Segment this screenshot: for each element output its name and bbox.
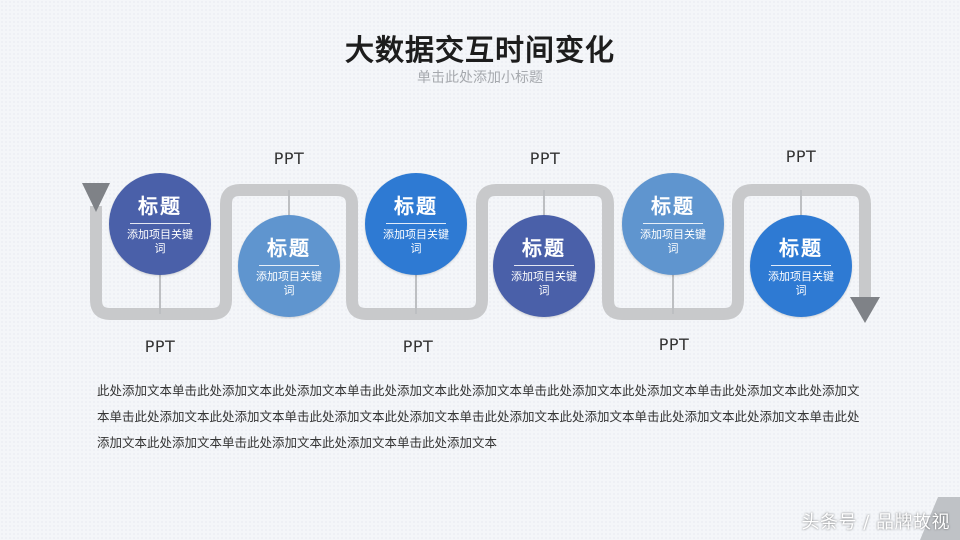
node-description: 添加项目关键词 bbox=[127, 228, 193, 255]
node-description: 添加项目关键词 bbox=[256, 270, 322, 297]
timeline-node: 标题添加项目关键词 bbox=[750, 215, 852, 317]
node-label: PPT bbox=[144, 337, 176, 356]
node-title: 标题 bbox=[522, 236, 566, 260]
timeline-node: 标题添加项目关键词 bbox=[365, 173, 467, 275]
node-title: 标题 bbox=[267, 236, 311, 260]
timeline-node: 标题添加项目关键词 bbox=[622, 173, 724, 275]
node-label: PPT bbox=[402, 337, 434, 356]
body-text: 此处添加文本单击此处添加文本此处添加文本单击此处添加文本此处添加文本单击此处添加… bbox=[97, 383, 860, 450]
start-arrow bbox=[82, 183, 110, 212]
end-arrow bbox=[850, 297, 880, 323]
node-label: PPT bbox=[785, 147, 817, 166]
node-title: 标题 bbox=[779, 236, 823, 260]
node-title: 标题 bbox=[394, 194, 438, 218]
node-description: 添加项目关键词 bbox=[511, 270, 577, 297]
node-description: 添加项目关键词 bbox=[768, 270, 834, 297]
node-label: PPT bbox=[273, 149, 305, 168]
slide-subtitle: 单击此处添加小标题 bbox=[417, 70, 543, 86]
timeline-node: 标题添加项目关键词 bbox=[493, 215, 595, 317]
node-divider bbox=[386, 223, 446, 224]
node-label: PPT bbox=[529, 149, 561, 168]
node-label: PPT bbox=[658, 335, 690, 354]
node-divider bbox=[643, 223, 703, 224]
node-divider bbox=[130, 223, 190, 224]
node-divider bbox=[259, 265, 319, 266]
watermark-text: 头条号 / 品牌故视 bbox=[801, 512, 950, 533]
timeline-node: 标题添加项目关键词 bbox=[238, 215, 340, 317]
node-title: 标题 bbox=[138, 194, 182, 218]
node-title: 标题 bbox=[651, 194, 695, 218]
slide-title: 大数据交互时间变化 bbox=[344, 33, 615, 67]
node-description: 添加项目关键词 bbox=[640, 228, 706, 255]
node-divider bbox=[771, 265, 831, 266]
node-description: 添加项目关键词 bbox=[383, 228, 449, 255]
snake-path bbox=[90, 184, 871, 320]
timeline-node: 标题添加项目关键词 bbox=[109, 173, 211, 275]
node-divider bbox=[514, 265, 574, 266]
